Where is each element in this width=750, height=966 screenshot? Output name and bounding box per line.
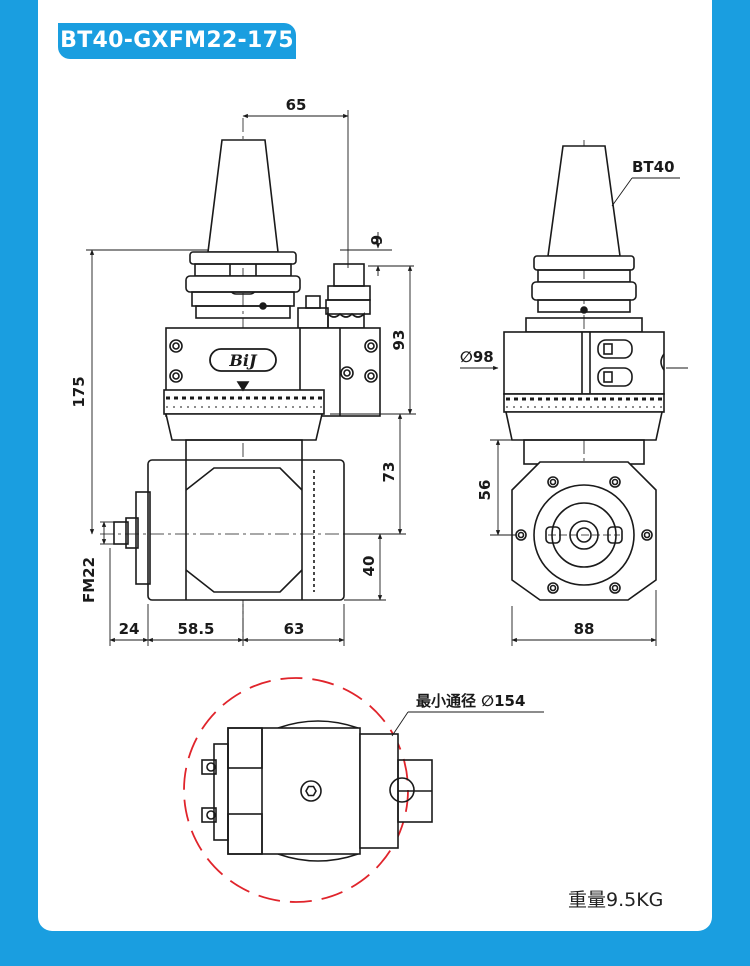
front-view [100, 118, 400, 640]
dim-93: 93 [390, 330, 408, 351]
dim-24: 24 [119, 620, 140, 638]
weight-label: 重量9.5KG [568, 889, 664, 911]
dim-63: 63 [284, 620, 305, 638]
dim-88: 88 [574, 620, 595, 638]
dim-56: 56 [476, 480, 494, 501]
dim-9: 9 [368, 235, 386, 245]
product-title: BT40-GXFM22-175 [58, 23, 296, 59]
clearance-leader [391, 711, 409, 737]
side-dimensions [460, 177, 688, 646]
dim-175: 175 [70, 376, 88, 407]
label-bt40: BT40 [632, 158, 675, 176]
dim-65: 65 [286, 96, 307, 114]
front-dimensions [86, 110, 416, 646]
min-clearance-label: 最小通径 ∅154 [416, 692, 525, 710]
side-view [503, 140, 665, 601]
dim-fm22: FM22 [80, 557, 98, 603]
dim-58-5: 58.5 [177, 620, 214, 638]
top-view [201, 720, 433, 862]
dim-diameter-98: ∅98 [460, 348, 494, 366]
min-clearance-circle [183, 677, 409, 903]
dim-73: 73 [380, 462, 398, 483]
brand-logo: BiJ [228, 351, 258, 370]
dim-40: 40 [360, 556, 378, 577]
